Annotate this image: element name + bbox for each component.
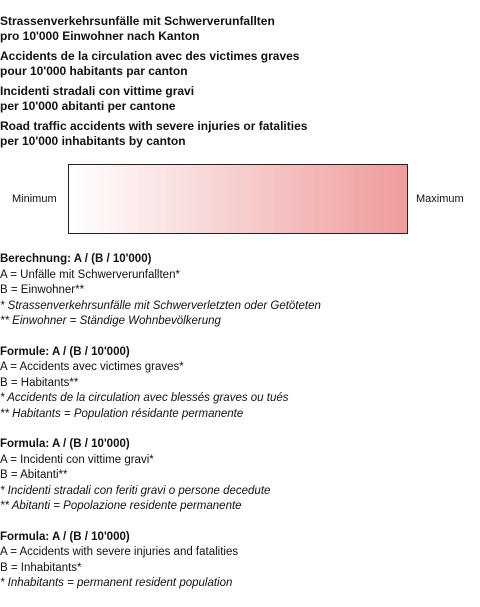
formula-french: Formule: A / (B / 10'000) A = Accidents … xyxy=(0,345,478,423)
formula-italian: Formula: A / (B / 10'000) A = Incidenti … xyxy=(0,437,478,515)
formula-note: * Inhabitants = permanent resident popul… xyxy=(0,577,233,589)
color-legend: Minimum Maximum xyxy=(0,164,480,236)
formula-note: * Incidenti stradali con feriti gravi o … xyxy=(0,484,271,497)
legend-max-label: Maximum xyxy=(416,193,464,205)
formula-line: B = Inhabitants* xyxy=(0,561,82,574)
title-line: pour 10'000 habitants par canton xyxy=(0,64,188,78)
title-line: Incidenti stradali con vittime gravi xyxy=(0,84,195,98)
formula-line: B = Habitants** xyxy=(0,376,79,389)
formula-note: * Accidents de la circulation avec bless… xyxy=(0,392,289,404)
formula-line: B = Einwohner** xyxy=(0,284,85,296)
formula-note: ** Einwohner = Ständige Wohnbevölkerung xyxy=(0,315,221,327)
legend-min-label: Minimum xyxy=(12,193,57,205)
title-french: Accidents de la circulation avec des vic… xyxy=(0,49,478,79)
formula-heading: Formule: A / (B / 10'000) xyxy=(0,345,130,358)
formula-section: Berechnung: A / (B / 10'000) A = Unfälle… xyxy=(0,252,478,607)
formula-note: ** Habitants = Population résidante perm… xyxy=(0,407,244,420)
formula-line: A = Incidenti con vittime gravi* xyxy=(0,453,154,466)
title-english: Road traffic accidents with severe injur… xyxy=(0,119,478,149)
formula-line: B = Abitanti** xyxy=(0,469,68,481)
formula-heading: Formula: A / (B / 10'000) xyxy=(0,530,130,543)
formula-heading: Formula: A / (B / 10'000) xyxy=(0,438,130,450)
formula-german: Berechnung: A / (B / 10'000) A = Unfälle… xyxy=(0,252,478,330)
title-line: Road traffic accidents with severe injur… xyxy=(0,119,308,133)
title-line: Accidents de la circulation avec des vic… xyxy=(0,49,300,63)
formula-line: A = Accidents with severe injuries and f… xyxy=(0,546,239,558)
legend-gradient-bar xyxy=(68,164,408,234)
formula-line: A = Accidents avec victimes graves* xyxy=(0,361,184,373)
title-line: Strassenverkehrsunfälle mit Schwerverunf… xyxy=(0,14,275,28)
title-line: pro 10'000 Einwohner nach Kanton xyxy=(0,29,200,43)
formula-note: ** Abitanti = Popolazione residente perm… xyxy=(0,500,242,512)
title-line: per 10'000 abitanti per cantone xyxy=(0,99,176,113)
title-italian: Incidenti stradali con vittime gravi per… xyxy=(0,84,478,114)
title-line: per 10'000 inhabitants by canton xyxy=(0,134,186,148)
title-section: Strassenverkehrsunfälle mit Schwerverunf… xyxy=(0,14,478,154)
title-german: Strassenverkehrsunfälle mit Schwerverunf… xyxy=(0,14,478,44)
formula-line: A = Unfälle mit Schwerverunfallten* xyxy=(0,268,180,281)
formula-english: Formula: A / (B / 10'000) A = Accidents … xyxy=(0,530,478,592)
formula-note: * Strassenverkehrsunfälle mit Schwerverl… xyxy=(0,299,321,312)
formula-heading: Berechnung: A / (B / 10'000) xyxy=(0,253,152,265)
